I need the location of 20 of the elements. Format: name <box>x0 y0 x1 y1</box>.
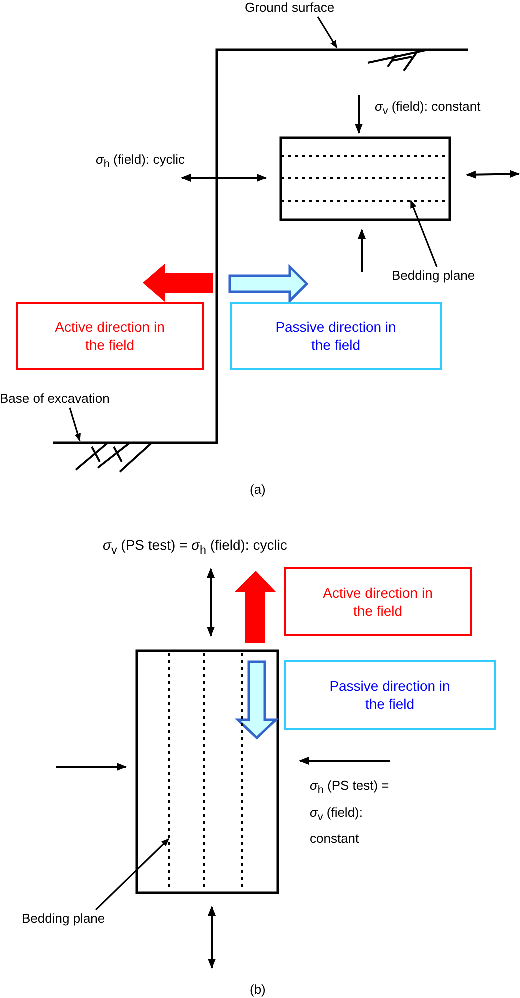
stress-label: σ$_{h}$ (PS test) = σ$_{v}$ (field): constant <box>310 777 390 848</box>
direction-label-box: Passive direction in the field <box>284 660 496 730</box>
leader-label: Bedding plane <box>392 268 476 284</box>
leader-label: Bedding plane <box>22 911 106 927</box>
leader-label: Ground surface <box>245 0 335 16</box>
panel-label: (a) <box>250 482 266 498</box>
panel-label: (b) <box>250 982 266 998</box>
bedding-plane-line <box>168 653 170 890</box>
direction-label-box: Active direction in the field <box>16 302 204 370</box>
leader-line <box>317 16 338 49</box>
direction-label-box: Active direction in the field <box>284 567 472 636</box>
bedding-plane-line <box>281 200 448 202</box>
direction-label-box: Passive direction in the field <box>230 302 442 370</box>
stress-label: σ$_{h}$ (field): cyclic <box>96 152 185 173</box>
leader-label: Base of excavation <box>0 391 110 407</box>
stress-label: σ$_{v}$ (PS test) = σ$_{h}$ (field): cyclic <box>103 537 288 559</box>
leader-line <box>69 408 81 442</box>
stress-label: σ$_{v}$ (field): constant <box>375 99 481 120</box>
leader-line <box>95 838 170 911</box>
leader-line <box>410 200 438 268</box>
